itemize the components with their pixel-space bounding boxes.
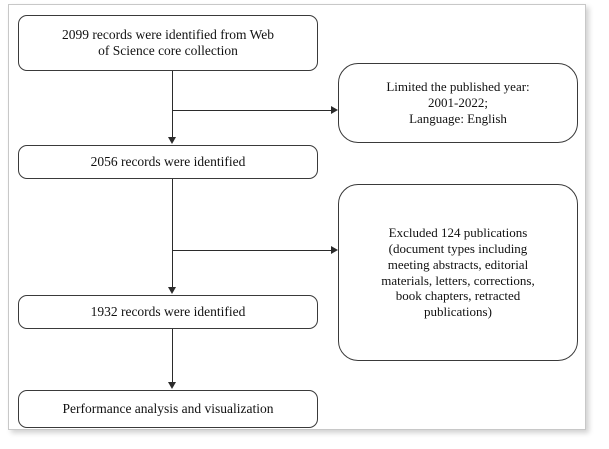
node-final-step: Performance analysis and visualization: [18, 390, 318, 428]
node-after-filter: 2056 records were identified: [18, 145, 318, 179]
arrowhead-into-after-exclusion: [167, 287, 176, 294]
connector-after-filter-to-exclusion-criteria: [172, 250, 334, 251]
node-exclusion-criteria: Excluded 124 publications (document type…: [338, 184, 578, 361]
node-identification-label: 2099 records were identified from Web of…: [62, 26, 274, 58]
arrowhead-into-exclusion-criteria: [331, 245, 338, 254]
connector-after-filter-to-after-exclusion: [172, 179, 173, 288]
connector-identification-to-after-filter: [172, 71, 173, 138]
arrowhead-into-final-step: [167, 382, 176, 389]
connector-after-exclusion-to-final-step: [172, 329, 173, 383]
arrowhead-into-after-filter: [167, 137, 176, 144]
node-filter-criteria: Limited the published year: 2001-2022; L…: [338, 63, 578, 143]
node-after-exclusion: 1932 records were identified: [18, 295, 318, 329]
node-after-exclusion-label: 1932 records were identified: [90, 303, 246, 319]
connector-identification-to-filter-criteria: [172, 110, 334, 111]
node-filter-criteria-label: Limited the published year: 2001-2022; L…: [386, 79, 530, 126]
arrowhead-into-filter-criteria: [331, 105, 338, 114]
node-final-step-label: Performance analysis and visualization: [62, 400, 274, 416]
node-exclusion-criteria-label: Excluded 124 publications (document type…: [381, 224, 535, 320]
node-identification: 2099 records were identified from Web of…: [18, 15, 318, 71]
node-after-filter-label: 2056 records were identified: [90, 153, 246, 169]
